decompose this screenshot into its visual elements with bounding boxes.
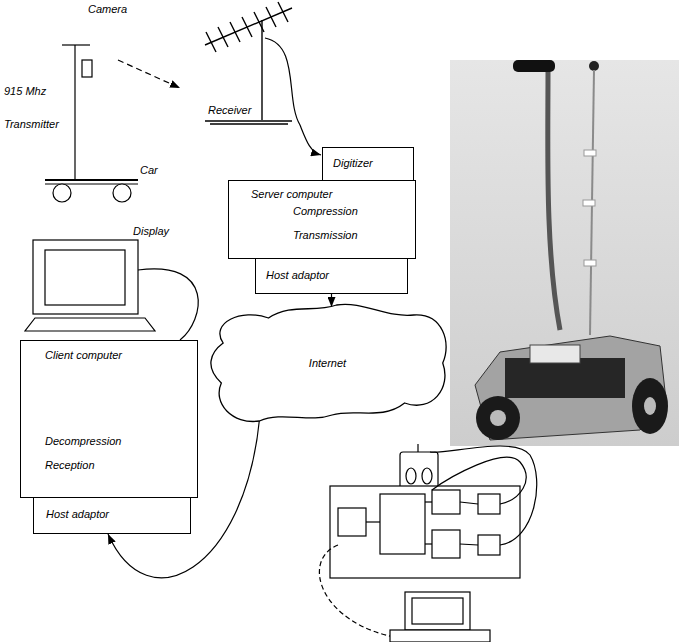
- part-label: Transmitter: [4, 118, 59, 131]
- node-text: Client computer: [45, 349, 187, 362]
- node-text: Transmission: [293, 229, 405, 242]
- car-sketch: [45, 45, 138, 202]
- computer-box: Client computerDecompressionReception: [20, 340, 198, 498]
- adaptor-box: Host adaptor: [33, 497, 191, 534]
- network-link: [331, 294, 332, 307]
- radio-link: [118, 60, 180, 88]
- part-label: Display: [133, 225, 169, 238]
- display-monitor: [25, 240, 155, 331]
- node-text: Server computer: [251, 188, 405, 201]
- antenna-symbol: [205, 2, 292, 124]
- part-label: Car: [140, 164, 158, 177]
- part-label: Receiver: [208, 104, 251, 117]
- adaptor-box: Host adaptor: [255, 258, 408, 294]
- control-circuit: [319, 444, 536, 642]
- car-photo: [450, 60, 679, 446]
- display-cable: [138, 269, 198, 340]
- node-text: Digitizer: [333, 157, 403, 170]
- node-text: Host adaptor: [46, 508, 180, 521]
- network-cloud: Internet: [205, 303, 450, 423]
- node-text: Internet: [309, 357, 346, 370]
- server-box: Server computerCompressionTransmission: [228, 180, 416, 259]
- node-text: Decompression: [45, 435, 187, 448]
- node-text: Reception: [45, 459, 187, 472]
- digitizer-box: Digitizer: [322, 147, 414, 181]
- part-label: Camera: [88, 3, 127, 16]
- antenna-cable: [265, 38, 321, 155]
- part-label: 915 Mhz: [4, 85, 46, 98]
- cloud-shape: [211, 304, 446, 421]
- node-text: Host adaptor: [266, 269, 397, 282]
- node-text: Compression: [293, 205, 405, 218]
